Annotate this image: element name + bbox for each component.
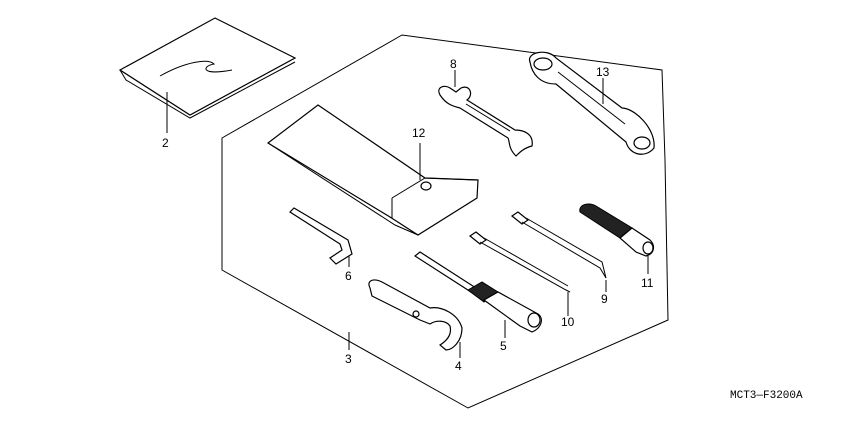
part-label-11: 11: [641, 276, 654, 290]
part-label-2: 2: [162, 136, 169, 150]
diagram-code: MCT3—F3200A: [730, 390, 803, 402]
spark-plug-wrench: [413, 251, 542, 333]
part-label-5: 5: [500, 339, 507, 353]
part-label-4: 4: [455, 359, 462, 373]
pin-spanner: [368, 279, 463, 351]
screwdriver-bit-9: [510, 211, 607, 279]
box-end-wrench: [529, 51, 655, 155]
part-label-10: 10: [561, 315, 575, 329]
tool-bag: [118, 17, 297, 119]
part-label-9: 9: [601, 292, 608, 306]
part-label-6: 6: [345, 269, 352, 283]
tool-pouch: [266, 104, 479, 236]
part-label-3: 3: [345, 352, 352, 366]
part-label-13: 13: [596, 65, 610, 79]
screwdriver-bit-10: [468, 231, 571, 293]
screwdriver-handle: [579, 203, 655, 257]
hex-key: [289, 207, 353, 265]
kit-boundary: [221, 34, 669, 409]
part-label-12: 12: [412, 126, 426, 140]
part-label-8: 8: [450, 57, 457, 71]
open-end-wrench: [438, 85, 533, 157]
